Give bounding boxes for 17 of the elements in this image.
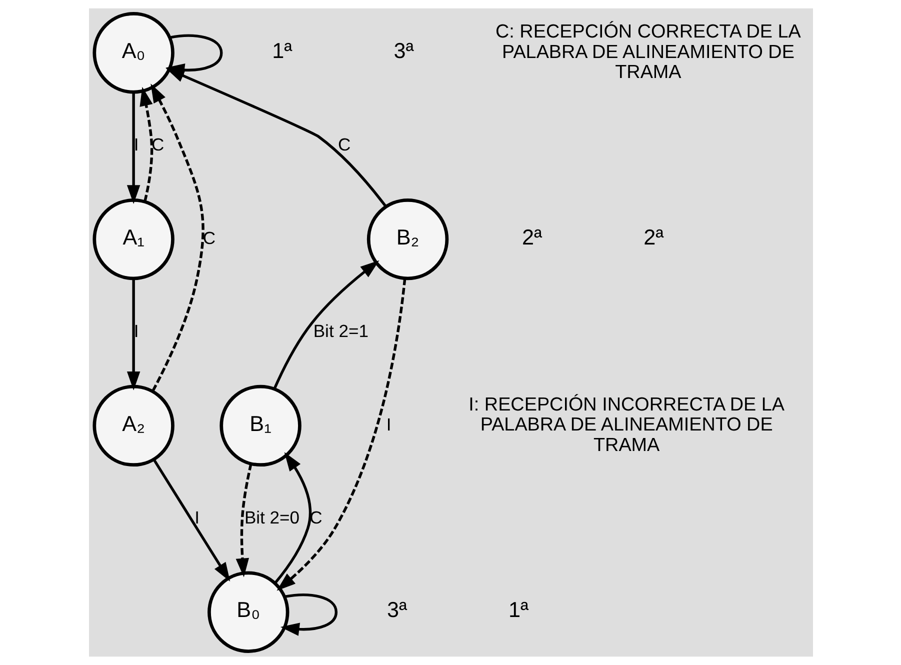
edge-label: Bit 2=0: [244, 507, 300, 528]
edge-label: C: [202, 228, 216, 248]
label: 1ª: [272, 38, 292, 64]
label: 2ª: [522, 224, 542, 250]
edge-label: C: [151, 134, 164, 155]
label: C: RECEPCIÓN CORRECTA DE LA PALABRA DE ALINEAMIENTO DE TRAMA: [495, 22, 800, 84]
edge-label: Bit 2=1: [312, 321, 368, 342]
edge-label: I: [133, 134, 138, 155]
label: 3ª: [386, 597, 406, 622]
edge-label: C: [337, 134, 350, 155]
label: 2ª: [643, 224, 664, 250]
label: 3ª: [393, 38, 414, 64]
label: 1ª: [508, 597, 528, 622]
label: I: RECEPCIÓN INCORRECTA DE LA PALABRA DE ALINEAMIENTO DE TRAMA: [468, 394, 784, 456]
edge-label: I: [133, 321, 138, 342]
edge-label: I: [386, 414, 391, 434]
edge-label: I: [194, 507, 200, 528]
